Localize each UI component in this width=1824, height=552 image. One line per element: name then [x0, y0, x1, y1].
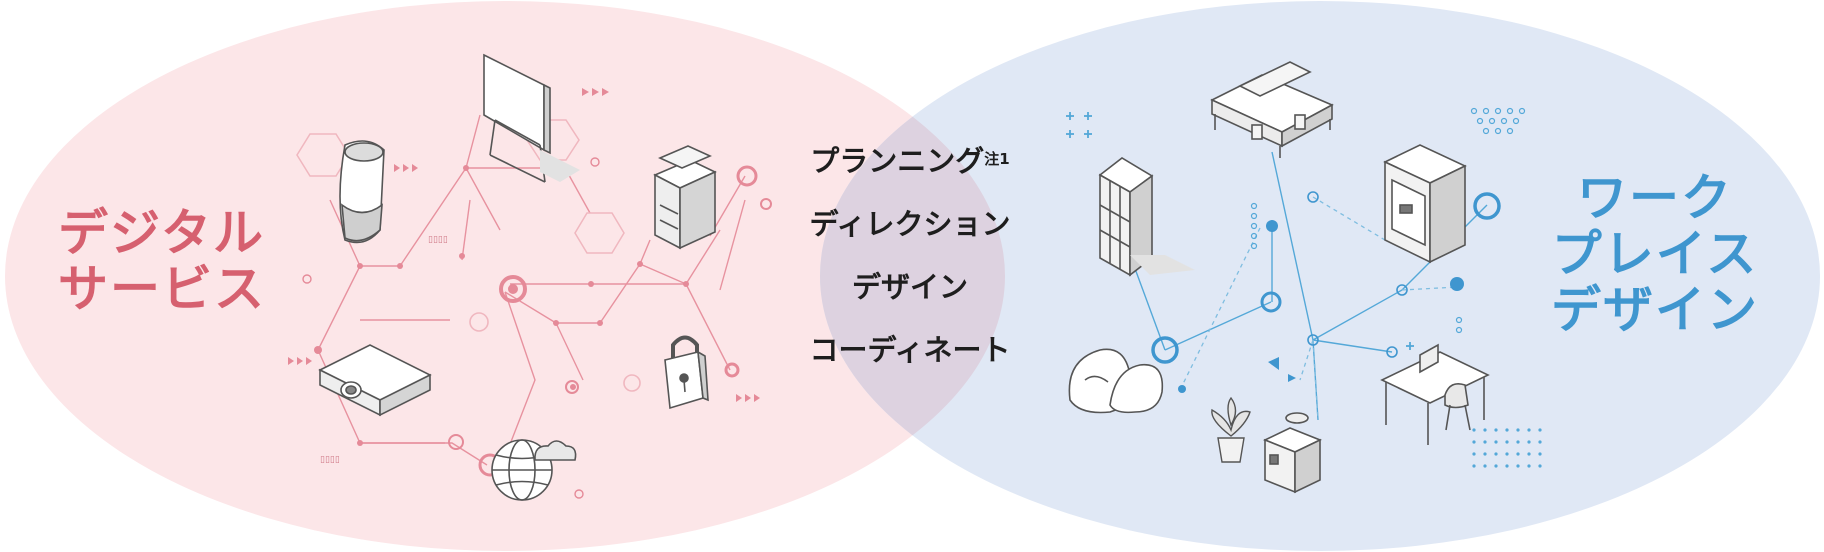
beanbag-sofa-icon: [1068, 348, 1164, 414]
left-arrow-marks: [288, 88, 760, 402]
booth-pod-icon: [1383, 144, 1467, 264]
globe-cloud-icon: [491, 439, 577, 501]
right-dots: [1178, 220, 1464, 393]
svg-text:▯▯▯▯: ▯▯▯▯: [320, 455, 340, 465]
right-label-line: プレイス: [1551, 225, 1759, 283]
overlap-item-text: プランニング: [810, 144, 985, 178]
overlap-item-text: コーディネート: [809, 333, 1011, 367]
overlap-item-design: デザイン: [790, 264, 1030, 327]
overlap-item-direction: ディレクション: [790, 201, 1030, 264]
padlock-icon: [664, 335, 709, 410]
left-label-line: デジタル: [58, 204, 265, 262]
right-dot-grid: [1472, 428, 1542, 468]
right-dashed-lines: [1179, 196, 1459, 421]
whiteboard-icon: [483, 53, 580, 183]
office-desks-icon: [1210, 61, 1334, 158]
right-circle: [820, 1, 1820, 551]
right-rings: [1151, 191, 1501, 364]
water-server-icon: [1263, 412, 1322, 494]
digital-services-label: デジタル サービス: [58, 205, 266, 317]
right-ring-grid: [1250, 107, 1526, 334]
workplace-design-label: ワーク プレイス デザイン: [1540, 170, 1770, 338]
left-label-line: サービス: [58, 260, 266, 318]
right-label-line: デザイン: [1551, 281, 1759, 339]
right-plus-grid: [1066, 112, 1414, 350]
overlap-item-coordinate: コーディネート: [790, 327, 1030, 390]
overlap-item-text: ディレクション: [809, 207, 1011, 241]
multifunction-printer-icon: [653, 145, 717, 250]
workstation-desk-icon: [1380, 343, 1490, 445]
smart-speaker-icon: [339, 140, 385, 244]
overlap-services-list: プランニング注1 ディレクション デザイン コーディネート: [790, 138, 1030, 390]
locker-icon: [1098, 157, 1195, 277]
overlap-item-planning: プランニング注1: [790, 138, 1030, 201]
left-circle: [5, 1, 1005, 551]
right-label-line: ワーク: [1577, 169, 1733, 227]
potted-plant-icon: [1211, 396, 1251, 463]
left-nodes: [314, 165, 689, 446]
left-rings: [302, 157, 772, 499]
projector-icon: [318, 344, 432, 417]
overlap-item-text: デザイン: [851, 270, 968, 304]
footnote-marker: 注1: [984, 150, 1010, 168]
svg-text:▯▯▯▯: ▯▯▯▯: [428, 235, 448, 245]
